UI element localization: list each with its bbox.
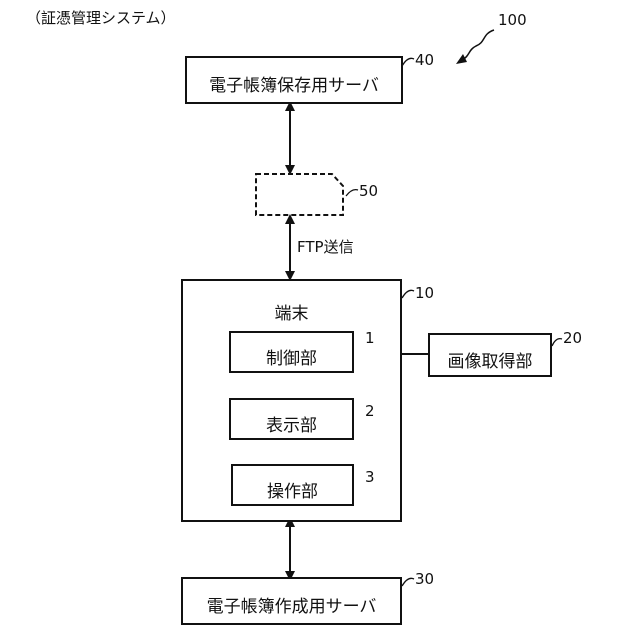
ref-3-label: 3 <box>365 470 375 485</box>
control-unit-label: 制御部 <box>231 344 352 369</box>
ref-20-label: 20 <box>563 331 582 346</box>
ref-100-arrowhead <box>456 54 467 64</box>
display-unit-box: 表示部 <box>229 398 354 440</box>
operation-unit-label: 操作部 <box>233 477 352 502</box>
ref-10-leader <box>402 290 414 298</box>
display-unit-label: 表示部 <box>231 411 352 436</box>
image-acquisition-box: 画像取得部 <box>428 333 552 377</box>
ref-50-leader <box>346 190 358 196</box>
creation-server-label: 電子帳簿作成用サーバ <box>183 592 400 617</box>
control-unit-box: 制御部 <box>229 331 354 373</box>
ref-100-leader <box>462 30 494 60</box>
storage-server-box: 電子帳簿保存用サーバ <box>185 56 403 104</box>
ftp-transfer-label: FTP送信 <box>297 240 354 255</box>
ref-40-leader <box>402 58 414 66</box>
ref-1-label: 1 <box>365 331 375 346</box>
operation-unit-box: 操作部 <box>231 464 354 506</box>
image-acquisition-label: 画像取得部 <box>430 347 550 372</box>
ref-30-leader <box>402 578 414 586</box>
creation-server-box: 電子帳簿作成用サーバ <box>181 577 402 625</box>
ref-40-label: 40 <box>415 53 434 68</box>
ref-10-label: 10 <box>415 286 434 301</box>
ref-30-label: 30 <box>415 572 434 587</box>
ref-2-label: 2 <box>365 404 375 419</box>
diagram-title: （証憑管理システム） <box>26 11 176 26</box>
storage-server-label: 電子帳簿保存用サーバ <box>187 71 401 96</box>
ref-20-leader <box>552 339 562 346</box>
file-50-shape <box>256 174 343 215</box>
ref-50-label: 50 <box>359 184 378 199</box>
ref-100-label: 100 <box>498 13 527 28</box>
terminal-label: 端末 <box>183 299 400 324</box>
